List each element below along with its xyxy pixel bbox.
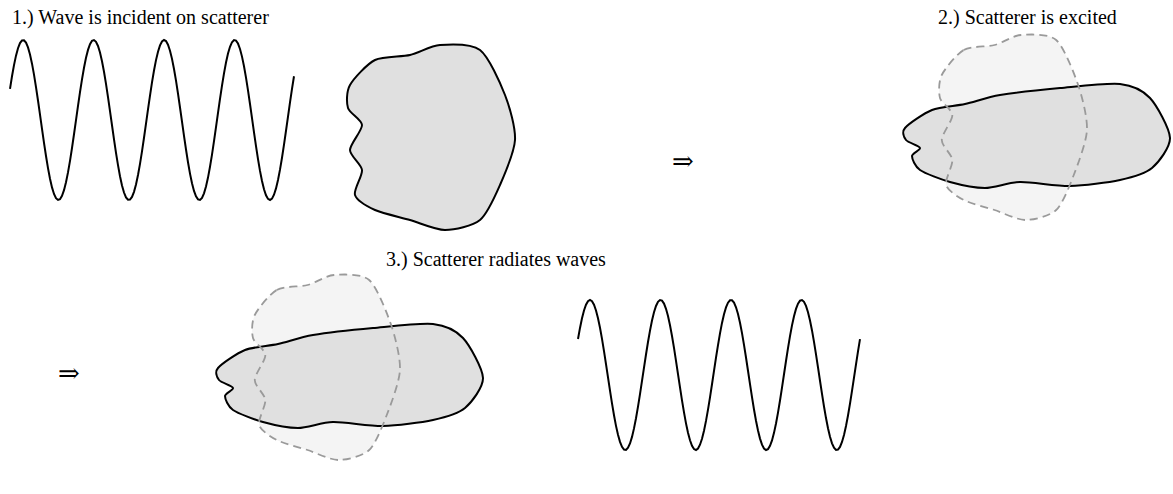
step-heading: 1.) Wave is incident on scatterer xyxy=(12,6,269,28)
scatterer xyxy=(347,45,515,230)
original-shape-outline xyxy=(252,275,400,460)
step-heading: 3.) Scatterer radiates waves xyxy=(386,248,606,270)
incident-wave xyxy=(10,40,294,200)
deformed-scatterer xyxy=(903,84,1170,188)
radiated-wave xyxy=(578,300,860,450)
excited-scatterer-top xyxy=(903,35,1170,220)
excited-scatterer-bottom xyxy=(216,275,483,460)
original-shape-outline xyxy=(939,35,1087,220)
deformed-scatterer xyxy=(216,324,483,428)
implies-arrow: ⇒ xyxy=(58,360,80,389)
implies-arrow: ⇒ xyxy=(672,148,694,177)
step-heading: 2.) Scatterer is excited xyxy=(938,6,1117,28)
